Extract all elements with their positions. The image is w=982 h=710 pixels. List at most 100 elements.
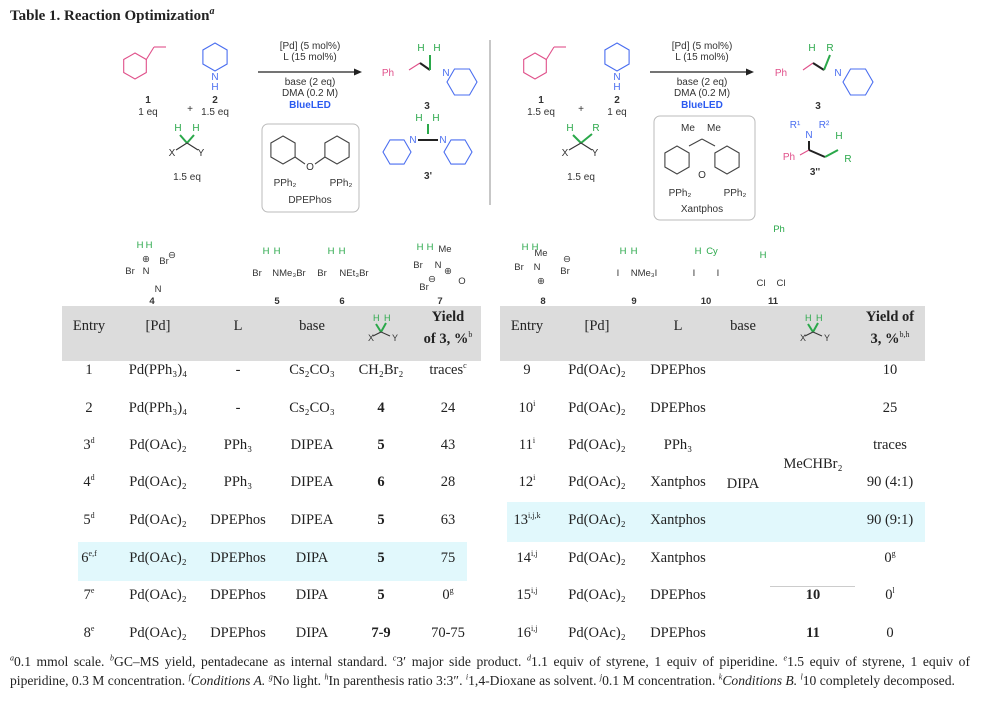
ligand: PPh₃ xyxy=(224,473,252,491)
side-R2: R² xyxy=(819,120,830,131)
pd-catalyst-text: Pd(OAc)₂ xyxy=(129,437,187,453)
piperidine-H: H xyxy=(211,82,218,93)
reagent-4-atom: N xyxy=(155,284,162,295)
entry-number: 8e xyxy=(84,624,95,642)
left-header-base-text: base xyxy=(299,318,325,334)
reagent-text: 5 xyxy=(377,437,385,453)
footnote-text: 1.1 equiv of styrene, 1 equiv of piperid… xyxy=(530,654,784,669)
ligand-O: O xyxy=(698,170,706,181)
bond xyxy=(824,149,839,158)
pd-catalyst: Pd(OAc)₂ xyxy=(568,361,625,379)
reagent-10-atom: Cy xyxy=(706,246,718,257)
reagent: 5 xyxy=(377,549,384,567)
reagent-6-label: 6 xyxy=(339,296,344,307)
benzene-ring xyxy=(664,145,690,175)
reagent-text: 5 xyxy=(377,587,385,603)
ligand-O: O xyxy=(306,162,314,173)
base-text: DIPEA xyxy=(290,512,334,528)
footnote-marker: g xyxy=(449,586,454,595)
reagent-text: 4 xyxy=(377,400,385,416)
ligand-text: DPEPhos xyxy=(650,587,706,603)
base-text: Cs₂CO₃ xyxy=(289,362,335,378)
ether-bond xyxy=(294,156,306,165)
pd-catalyst-text: Pd(OAc)₂ xyxy=(129,512,187,528)
reagent-atom: H xyxy=(384,313,391,323)
entry-number-text: 16 xyxy=(516,625,532,641)
ligand: - xyxy=(236,361,241,379)
reagent-9-label: 9 xyxy=(631,296,636,307)
ligand: Xantphos xyxy=(650,549,706,567)
footnote-marker: d xyxy=(90,436,95,445)
entry-number-text: 6 xyxy=(81,550,89,566)
base-text: DIPA xyxy=(295,550,329,566)
base: Cs₂CO₃ xyxy=(289,399,335,417)
compound-2-eq: 1.5 eq xyxy=(201,107,229,118)
reagent-10-atom: I xyxy=(717,268,720,279)
yield: 70-75 xyxy=(431,624,465,642)
pd-catalyst: Pd(OAc)₂ xyxy=(129,511,186,529)
pd-catalyst: Pd(OAc)₂ xyxy=(129,436,186,454)
piperidine-N: N xyxy=(211,72,218,83)
pd-catalyst-text: Pd(PPh₃)₄ xyxy=(128,362,188,378)
ligand: DPEPhos xyxy=(210,624,266,642)
benzene-ring xyxy=(123,52,147,80)
pd-catalyst-text: Pd(OAc)₂ xyxy=(568,400,626,416)
reagent-11-label: 11 xyxy=(768,296,779,307)
ligand: DPEPhos xyxy=(650,399,706,417)
benzene-ring xyxy=(270,135,296,165)
yield-text: 43 xyxy=(440,437,456,453)
ligand-text: PPh₃ xyxy=(663,437,693,453)
yield: traces xyxy=(873,436,907,454)
ligand-PPh2-right: PPh₂ xyxy=(724,188,747,199)
entry-number-text: 13 xyxy=(513,512,529,528)
ligand-text: DPEPhos xyxy=(210,625,266,641)
pd-catalyst-text: Pd(OAc)₂ xyxy=(129,625,187,641)
footnote-marker: b xyxy=(468,330,473,339)
reagent: 10 xyxy=(806,586,821,604)
yield-line2: of 3, % xyxy=(423,330,469,347)
side-product-3dprime-label: 3'' xyxy=(810,167,820,178)
reagent: CH₂Br₂ xyxy=(359,361,404,379)
pd-catalyst: Pd(OAc)₂ xyxy=(129,586,186,604)
ligand-box xyxy=(261,123,360,213)
yield-line1: Yield of xyxy=(865,309,915,325)
bond xyxy=(688,138,703,147)
reagent-5-atom: NMe₃Br xyxy=(272,268,305,279)
left-header-pd-text: [Pd] xyxy=(145,318,171,334)
reagent-4-atom: Br xyxy=(159,256,169,267)
ligand-text: - xyxy=(235,362,241,378)
condition-blue-led: BlueLED xyxy=(681,100,723,111)
entry-number-text: 2 xyxy=(85,400,93,416)
entry-number: 16i,j xyxy=(517,624,538,642)
entry-number: 14i,j xyxy=(517,549,538,567)
pd-catalyst-text: Pd(OAc)₂ xyxy=(568,550,626,566)
product-H2: H xyxy=(433,43,440,54)
left-header-ligand-text: L xyxy=(233,318,243,334)
reagent-text: 6 xyxy=(377,474,385,490)
base-text: DIPA xyxy=(295,587,329,603)
reagent-8-atom: Br xyxy=(560,266,570,277)
reagent-8-atom: ⊖ xyxy=(563,254,571,265)
reagent-7-atom: H xyxy=(417,242,424,253)
bond xyxy=(380,331,391,337)
piperidine-ring xyxy=(202,42,228,72)
reagent-4-atom: ⊖ xyxy=(168,250,176,261)
condition-ligand: L (15 mol%) xyxy=(675,52,729,63)
footnote-marker: i xyxy=(533,399,536,408)
reagent-7-atom: Br xyxy=(413,260,423,271)
ligand-text: DPEPhos xyxy=(210,512,266,528)
pd-catalyst-text: Pd(OAc)₂ xyxy=(129,474,187,490)
reagent-9-atom: H xyxy=(631,246,638,257)
side-product-3prime-label: 3' xyxy=(424,171,432,182)
plus-sign: + xyxy=(187,104,193,115)
right-header-ligand-text: L xyxy=(673,318,683,334)
product-3-label: 3 xyxy=(424,101,430,112)
left-header-base: base xyxy=(299,317,325,335)
yield-text: 24 xyxy=(440,400,456,416)
footnote-marker: d xyxy=(90,473,95,482)
